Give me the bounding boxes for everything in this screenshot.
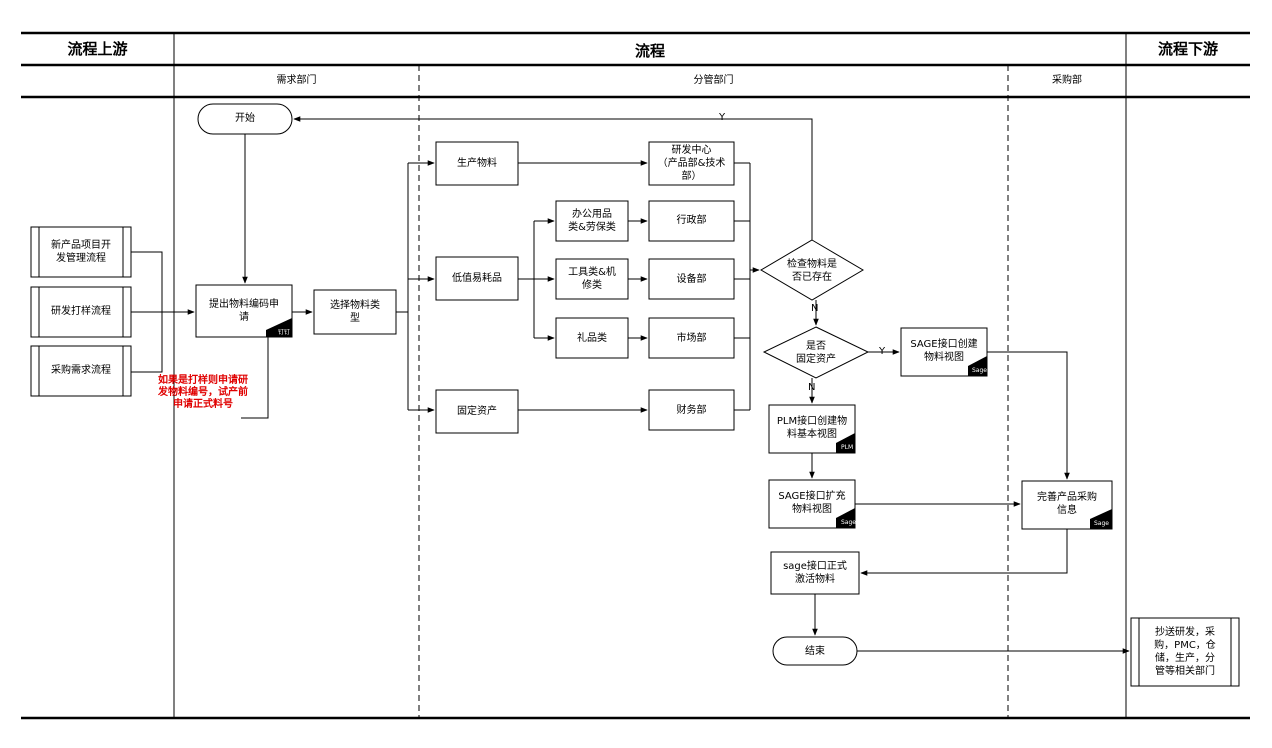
sample-flow-label: 研发打样流程 <box>51 306 111 317</box>
edge-label-n-check: N <box>811 303 819 314</box>
purchase-info-tag: Sage <box>1094 520 1109 527</box>
sage-create-box <box>900 327 988 377</box>
lane-demand: 需求部门 <box>276 75 317 86</box>
low-value-label: 低值易耗品 <box>452 273 502 284</box>
fixed-label: 固定资产 <box>457 406 497 417</box>
sample-flow-box <box>30 286 132 338</box>
sage-activate-label: sage接口正式 激活物料 <box>783 561 847 585</box>
admin-label: 行政部 <box>676 215 707 226</box>
market-label: 市场部 <box>676 333 707 344</box>
cc-notify-label: 抄送研发，采 购，PMC，仓 储，生产，分 管等相关部门 <box>1154 627 1216 677</box>
edge-label-y-fixed: Y <box>879 346 886 357</box>
tools-box <box>555 258 629 300</box>
sample-note: 如果是打样则申请研 发物料编号，试产前 申请正式料号 <box>158 375 248 410</box>
admin-box <box>648 200 735 242</box>
start-label: 开始 <box>235 113 255 124</box>
cc-notify-box <box>1130 617 1240 687</box>
finance-label: 财务部 <box>676 405 707 416</box>
low-value-box <box>435 256 519 301</box>
purchase-req-flow-label: 采购需求流程 <box>51 365 111 376</box>
header-downstream: 流程下游 <box>1157 40 1218 58</box>
submit-tag: 钉钉 <box>278 329 291 336</box>
frame-lines <box>21 31 1250 720</box>
purchase-req-flow-box <box>30 345 132 397</box>
sage-create-tag: Sage <box>972 367 987 374</box>
submit-label: 提出物料编码申 请 <box>209 299 279 323</box>
edge-label-n-fixed: N <box>808 382 816 393</box>
fixed-box <box>435 389 519 434</box>
lane-manage: 分管部门 <box>693 75 734 86</box>
plm-create-tag: PLM <box>841 444 854 451</box>
rd-center-box <box>648 141 735 186</box>
plm-create-label: PLM接口创建物 料基本视图 <box>776 416 848 440</box>
check-label: 检查物料是 否已存在 <box>787 259 837 283</box>
is-fixed-label: 是否 固定资产 <box>796 341 836 365</box>
office-label: 办公用品 类&劳保类 <box>568 209 616 233</box>
header-process: 流程 <box>634 42 665 60</box>
production-label: 生产物料 <box>457 158 497 169</box>
is-fixed-diamond <box>762 326 870 379</box>
sage-extend-tag: Sage <box>841 519 856 526</box>
edge-label-y-top: Y <box>719 112 726 123</box>
lane-purchase: 采购部 <box>1052 75 1082 86</box>
market-box <box>648 317 735 359</box>
rd-center-label: 研发中心 （产品部&技术 部） <box>657 145 726 182</box>
header-upstream: 流程上游 <box>67 40 128 58</box>
check-diamond <box>760 239 864 301</box>
equipment-label: 设备部 <box>676 274 707 285</box>
new-product-flow-label: 新产品项目开 发管理流程 <box>51 240 111 264</box>
tools-label: 工具类&机 修类 <box>568 267 616 291</box>
sage-extend-label: SAGE接口扩充 物料视图 <box>778 491 846 515</box>
gifts-box <box>555 317 629 359</box>
select-type-label: 选择物料类 型 <box>330 300 380 324</box>
sage-create-label: SAGE接口创建 物料视图 <box>910 339 978 363</box>
purchase-info-label: 完善产品采购 信息 <box>1037 492 1097 516</box>
end-label: 结束 <box>805 646 825 657</box>
equipment-box <box>648 258 735 300</box>
gifts-label: 礼品类 <box>577 333 607 344</box>
sage-activate-box <box>770 551 860 595</box>
